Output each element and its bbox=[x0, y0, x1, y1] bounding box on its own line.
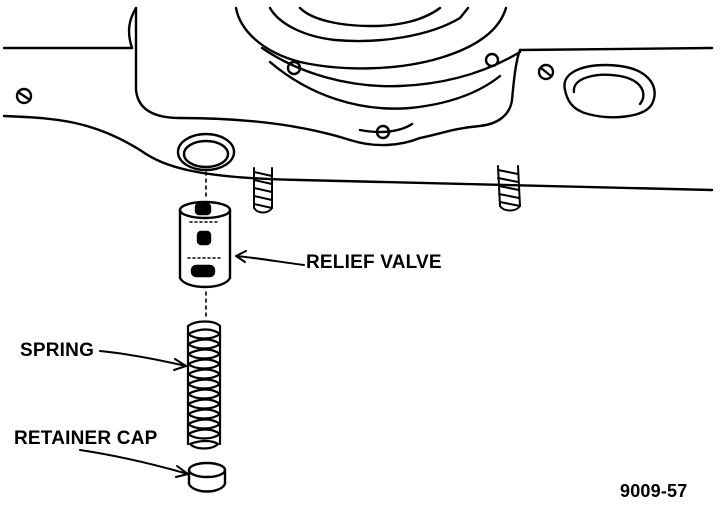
relief-valve-label: RELIEF VALVE bbox=[306, 252, 442, 273]
transmission-housing bbox=[2, 6, 714, 192]
spring bbox=[186, 320, 222, 450]
leader-arrows bbox=[79, 250, 305, 478]
retainer-cap-label: RETAINER CAP bbox=[14, 428, 158, 449]
spring-label: SPRING bbox=[20, 340, 95, 361]
stud-left bbox=[253, 167, 273, 214]
figure-number: 9009-57 bbox=[620, 481, 688, 501]
relief-valve-leader bbox=[235, 255, 305, 266]
retainer-cap-leader bbox=[79, 449, 189, 475]
stud-right bbox=[497, 165, 521, 212]
relief-valve bbox=[178, 200, 232, 289]
spring-leader bbox=[99, 350, 187, 367]
retainer-cap bbox=[187, 461, 227, 493]
